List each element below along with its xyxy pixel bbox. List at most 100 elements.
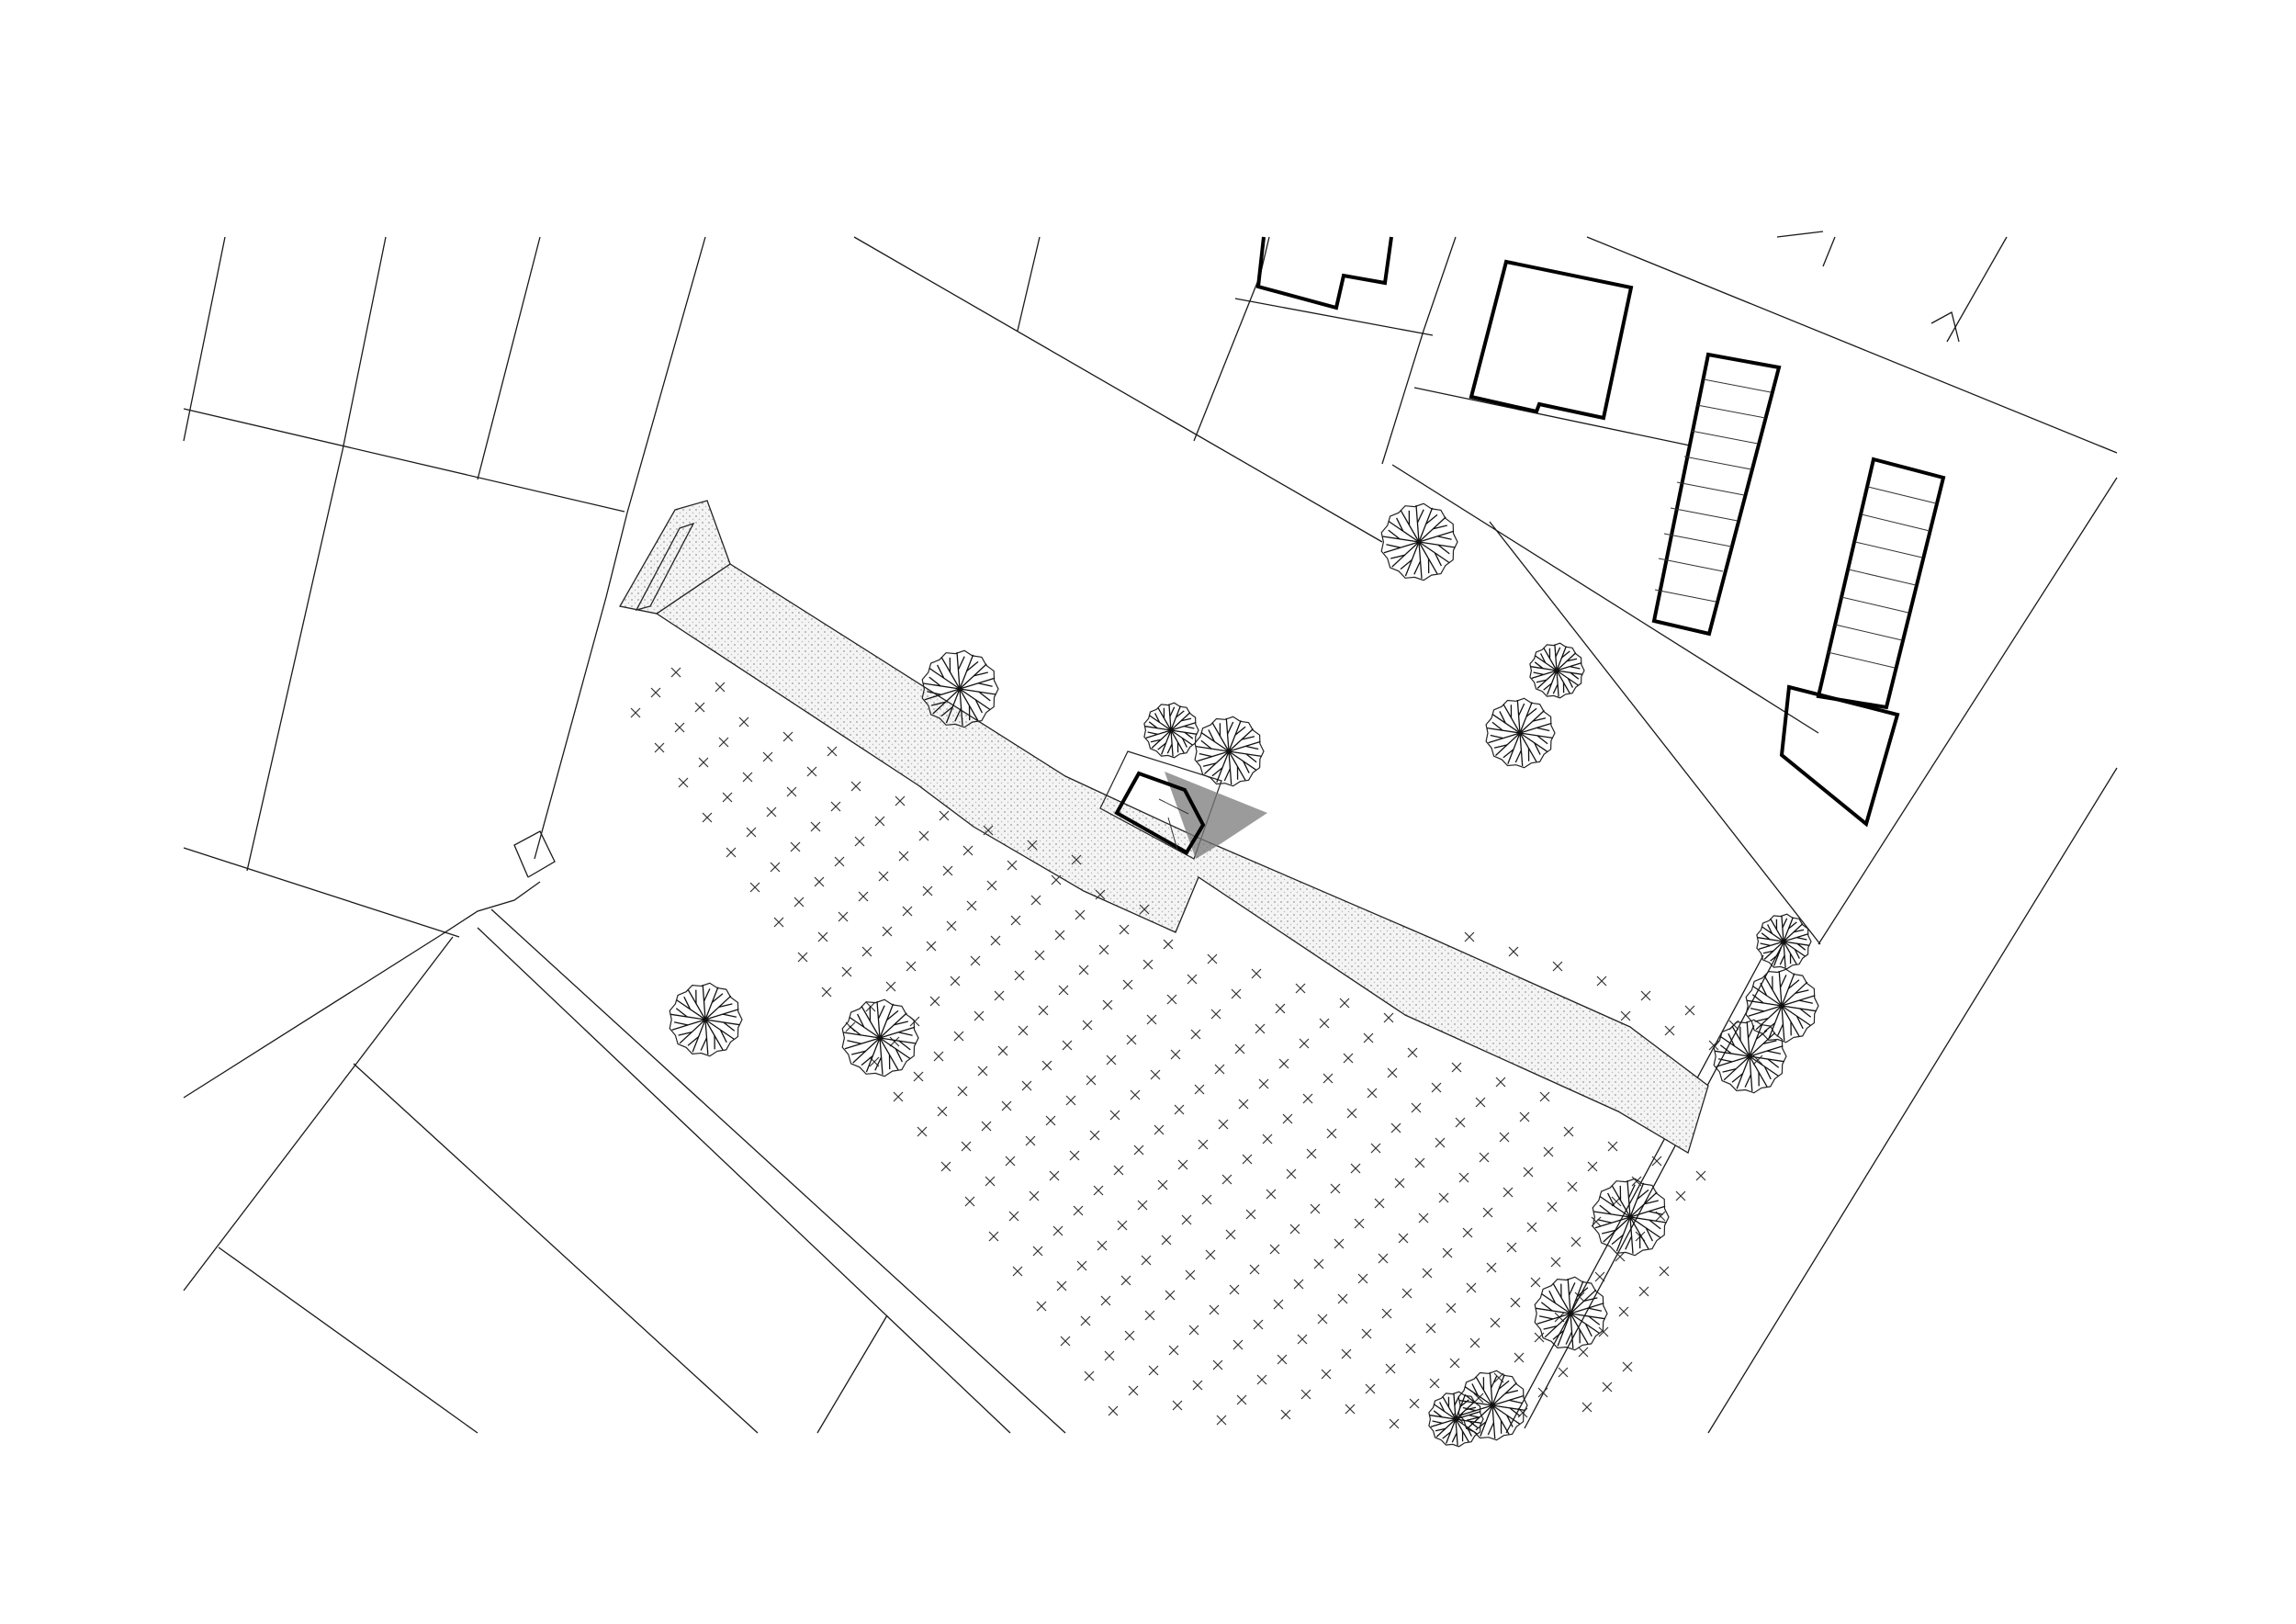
- planting-mark: [1277, 1354, 1288, 1365]
- planting-mark: [1165, 1290, 1176, 1301]
- planting-mark: [1030, 895, 1041, 906]
- planting-mark: [726, 847, 737, 858]
- planting-mark: [1032, 1246, 1043, 1257]
- planting-mark: [1510, 1297, 1521, 1308]
- planting-mark: [1317, 1314, 1328, 1325]
- planting-mark: [1451, 1062, 1462, 1073]
- planting-mark: [1280, 1409, 1291, 1420]
- planting-mark: [1174, 1104, 1185, 1115]
- planting-mark: [1640, 990, 1651, 1001]
- planting-mark: [1442, 1247, 1453, 1258]
- planting-mark: [838, 911, 849, 922]
- tree: [1534, 1276, 1608, 1351]
- tree-canopies: [669, 502, 1819, 1448]
- planting-mark: [1300, 1389, 1311, 1400]
- planting-mark: [1018, 1025, 1029, 1036]
- planting-mark: [1302, 1093, 1313, 1104]
- planting-mark: [964, 1196, 975, 1207]
- planting-mark: [950, 976, 961, 987]
- planting-mark: [1321, 1369, 1332, 1380]
- planting-mark: [698, 757, 709, 768]
- planting-mark: [1622, 1361, 1633, 1372]
- planting-mark: [985, 1176, 996, 1187]
- planting-mark: [994, 990, 1005, 1001]
- planting-mark: [1278, 1058, 1289, 1069]
- planting-mark: [1286, 1168, 1297, 1179]
- planting-mark: [1080, 1315, 1091, 1326]
- planting-mark: [1387, 1067, 1398, 1078]
- planting-mark: [1378, 1253, 1389, 1264]
- planting-mark: [1466, 1282, 1477, 1293]
- planting-mark: [1273, 1299, 1284, 1310]
- planting-mark: [1086, 1075, 1097, 1086]
- planting-mark: [1602, 1382, 1613, 1393]
- planting-mark: [630, 707, 641, 718]
- planting-mark: [1001, 1100, 1012, 1111]
- planting-mark: [1618, 1306, 1629, 1317]
- planting-mark: [1058, 985, 1069, 996]
- planting-mark: [1620, 1010, 1631, 1021]
- planting-mark: [1141, 1255, 1152, 1266]
- planting-mark: [1607, 1141, 1618, 1152]
- planting-mark: [1289, 1224, 1300, 1235]
- planting-mark: [1409, 1398, 1420, 1409]
- planting-mark: [1431, 1082, 1442, 1093]
- planting-mark: [1519, 1111, 1530, 1122]
- planting-mark: [918, 830, 929, 841]
- planting-grid: [630, 667, 1763, 1429]
- planting-mark: [1543, 1146, 1554, 1157]
- planting-mark: [1150, 1069, 1161, 1080]
- planting-mark: [1365, 1383, 1376, 1394]
- planting-mark: [1357, 1273, 1368, 1284]
- planting-mark: [1108, 1405, 1119, 1416]
- planting-mark: [1192, 1380, 1203, 1391]
- planting-mark: [1295, 983, 1306, 994]
- tree: [1713, 1019, 1787, 1094]
- planting-mark: [922, 885, 933, 897]
- planting-mark: [793, 897, 805, 908]
- planting-mark: [1170, 1049, 1181, 1060]
- access-path: [618, 500, 1709, 1154]
- planting-mark: [895, 795, 906, 806]
- planting-mark: [1350, 1163, 1361, 1174]
- planting-mark: [939, 810, 950, 821]
- planting-mark: [1084, 1370, 1095, 1382]
- planting-mark: [1052, 1225, 1064, 1236]
- planting-mark: [1401, 1288, 1412, 1299]
- planting-mark: [1570, 1236, 1581, 1247]
- planting-mark: [1341, 1348, 1352, 1359]
- planting-mark: [810, 821, 821, 832]
- planting-mark: [1093, 1185, 1104, 1196]
- planting-mark: [790, 841, 801, 852]
- planting-mark: [889, 1036, 900, 1047]
- planting-mark: [970, 955, 981, 966]
- existing-buildings: [1255, 236, 1946, 828]
- planting-mark: [1025, 1135, 1036, 1146]
- planting-mark: [1126, 1034, 1137, 1045]
- planting-mark: [1128, 1385, 1139, 1396]
- planting-mark: [1475, 1097, 1486, 1108]
- planting-mark: [1306, 1148, 1317, 1159]
- planting-mark: [1339, 998, 1350, 1009]
- planting-mark: [1124, 1330, 1135, 1341]
- planting-mark: [670, 667, 681, 678]
- planting-mark: [1684, 1005, 1695, 1016]
- planting-mark: [1390, 1122, 1401, 1133]
- planting-mark: [929, 996, 940, 1007]
- planting-mark: [1458, 1172, 1469, 1183]
- building-row-1: [1651, 352, 1782, 637]
- planting-mark: [715, 682, 726, 693]
- planting-mark: [1234, 1043, 1245, 1054]
- planting-mark: [1539, 1091, 1550, 1102]
- planting-mark: [1014, 970, 1025, 981]
- planting-mark: [1310, 1203, 1321, 1214]
- planting-mark: [1266, 1189, 1277, 1200]
- planting-mark: [990, 935, 1001, 946]
- planting-mark: [865, 1001, 876, 1012]
- building-row-2: [1816, 457, 1946, 710]
- planting-mark: [1054, 930, 1065, 941]
- planting-mark: [1394, 1178, 1405, 1189]
- planting-mark: [722, 792, 733, 803]
- planting-mark: [983, 825, 994, 836]
